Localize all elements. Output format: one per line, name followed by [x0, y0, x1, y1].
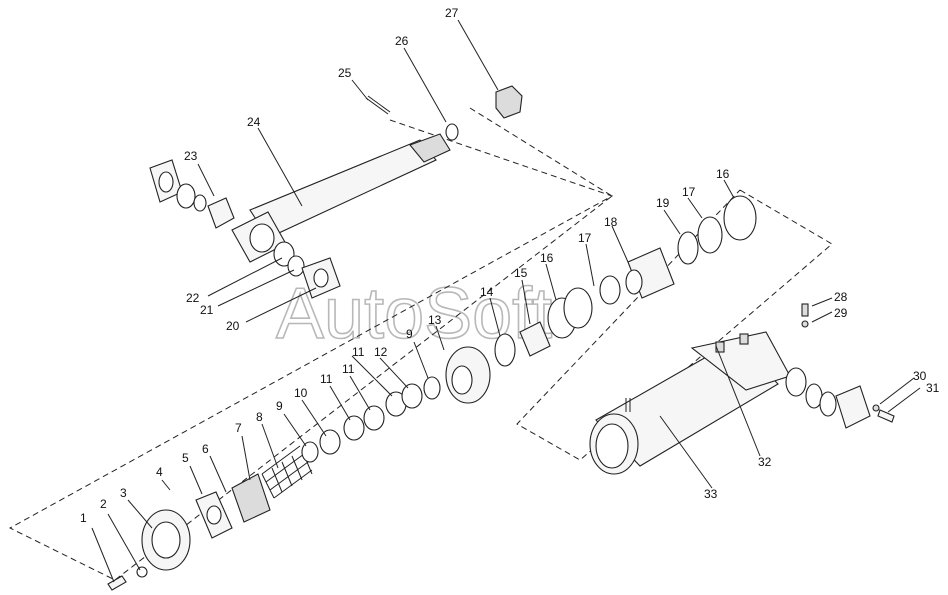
- callout-13: 13: [428, 313, 442, 327]
- callout-18: 18: [604, 215, 618, 229]
- callout-29: 29: [834, 306, 848, 320]
- callout-11: 11: [342, 362, 355, 376]
- callout-25: 25: [338, 66, 352, 80]
- callout-17: 17: [578, 231, 592, 245]
- callout-26: 26: [395, 34, 409, 48]
- callout-21: 21: [200, 303, 214, 317]
- callout-10: 10: [294, 386, 308, 400]
- callout-22: 22: [186, 291, 200, 305]
- callout-11: 11: [352, 345, 365, 359]
- callout-19: 19: [656, 196, 670, 210]
- callout-16: 16: [716, 167, 730, 181]
- callout-11: 11: [320, 372, 333, 386]
- callout-28: 28: [834, 290, 848, 304]
- callout-32: 32: [758, 455, 772, 469]
- callout-8: 8: [256, 410, 263, 424]
- callout-31: 31: [926, 381, 940, 395]
- piston-head-assembly: [107, 195, 757, 591]
- callout-20: 20: [226, 319, 240, 333]
- callout-27: 27: [445, 6, 459, 20]
- callout-labels: 1 2 3 4 5 6 7 8 9 10 11 11 11 12 9 13 14…: [80, 6, 940, 525]
- callout-9: 9: [406, 327, 413, 341]
- callout-15: 15: [514, 266, 528, 280]
- callout-6: 6: [202, 442, 209, 456]
- callout-3: 3: [120, 486, 127, 500]
- callout-23: 23: [184, 149, 198, 163]
- callout-5: 5: [182, 451, 189, 465]
- callout-2: 2: [100, 497, 107, 511]
- callout-12: 12: [374, 345, 388, 359]
- callout-33: 33: [704, 487, 718, 501]
- callout-leader-lines: [91, 19, 921, 583]
- callout-30: 30: [913, 369, 927, 383]
- callout-17: 17: [682, 185, 696, 199]
- callout-1: 1: [80, 511, 87, 525]
- callout-16: 16: [540, 251, 554, 265]
- callout-7: 7: [235, 421, 242, 435]
- callout-24: 24: [247, 115, 261, 129]
- callout-4: 4: [156, 465, 163, 479]
- callout-9: 9: [276, 399, 283, 413]
- assembly-dashed-lines: [8, 107, 833, 581]
- callout-14: 14: [480, 285, 494, 299]
- cylinder-tube-assembly: [589, 303, 895, 475]
- piston-rod-assembly: [149, 85, 523, 299]
